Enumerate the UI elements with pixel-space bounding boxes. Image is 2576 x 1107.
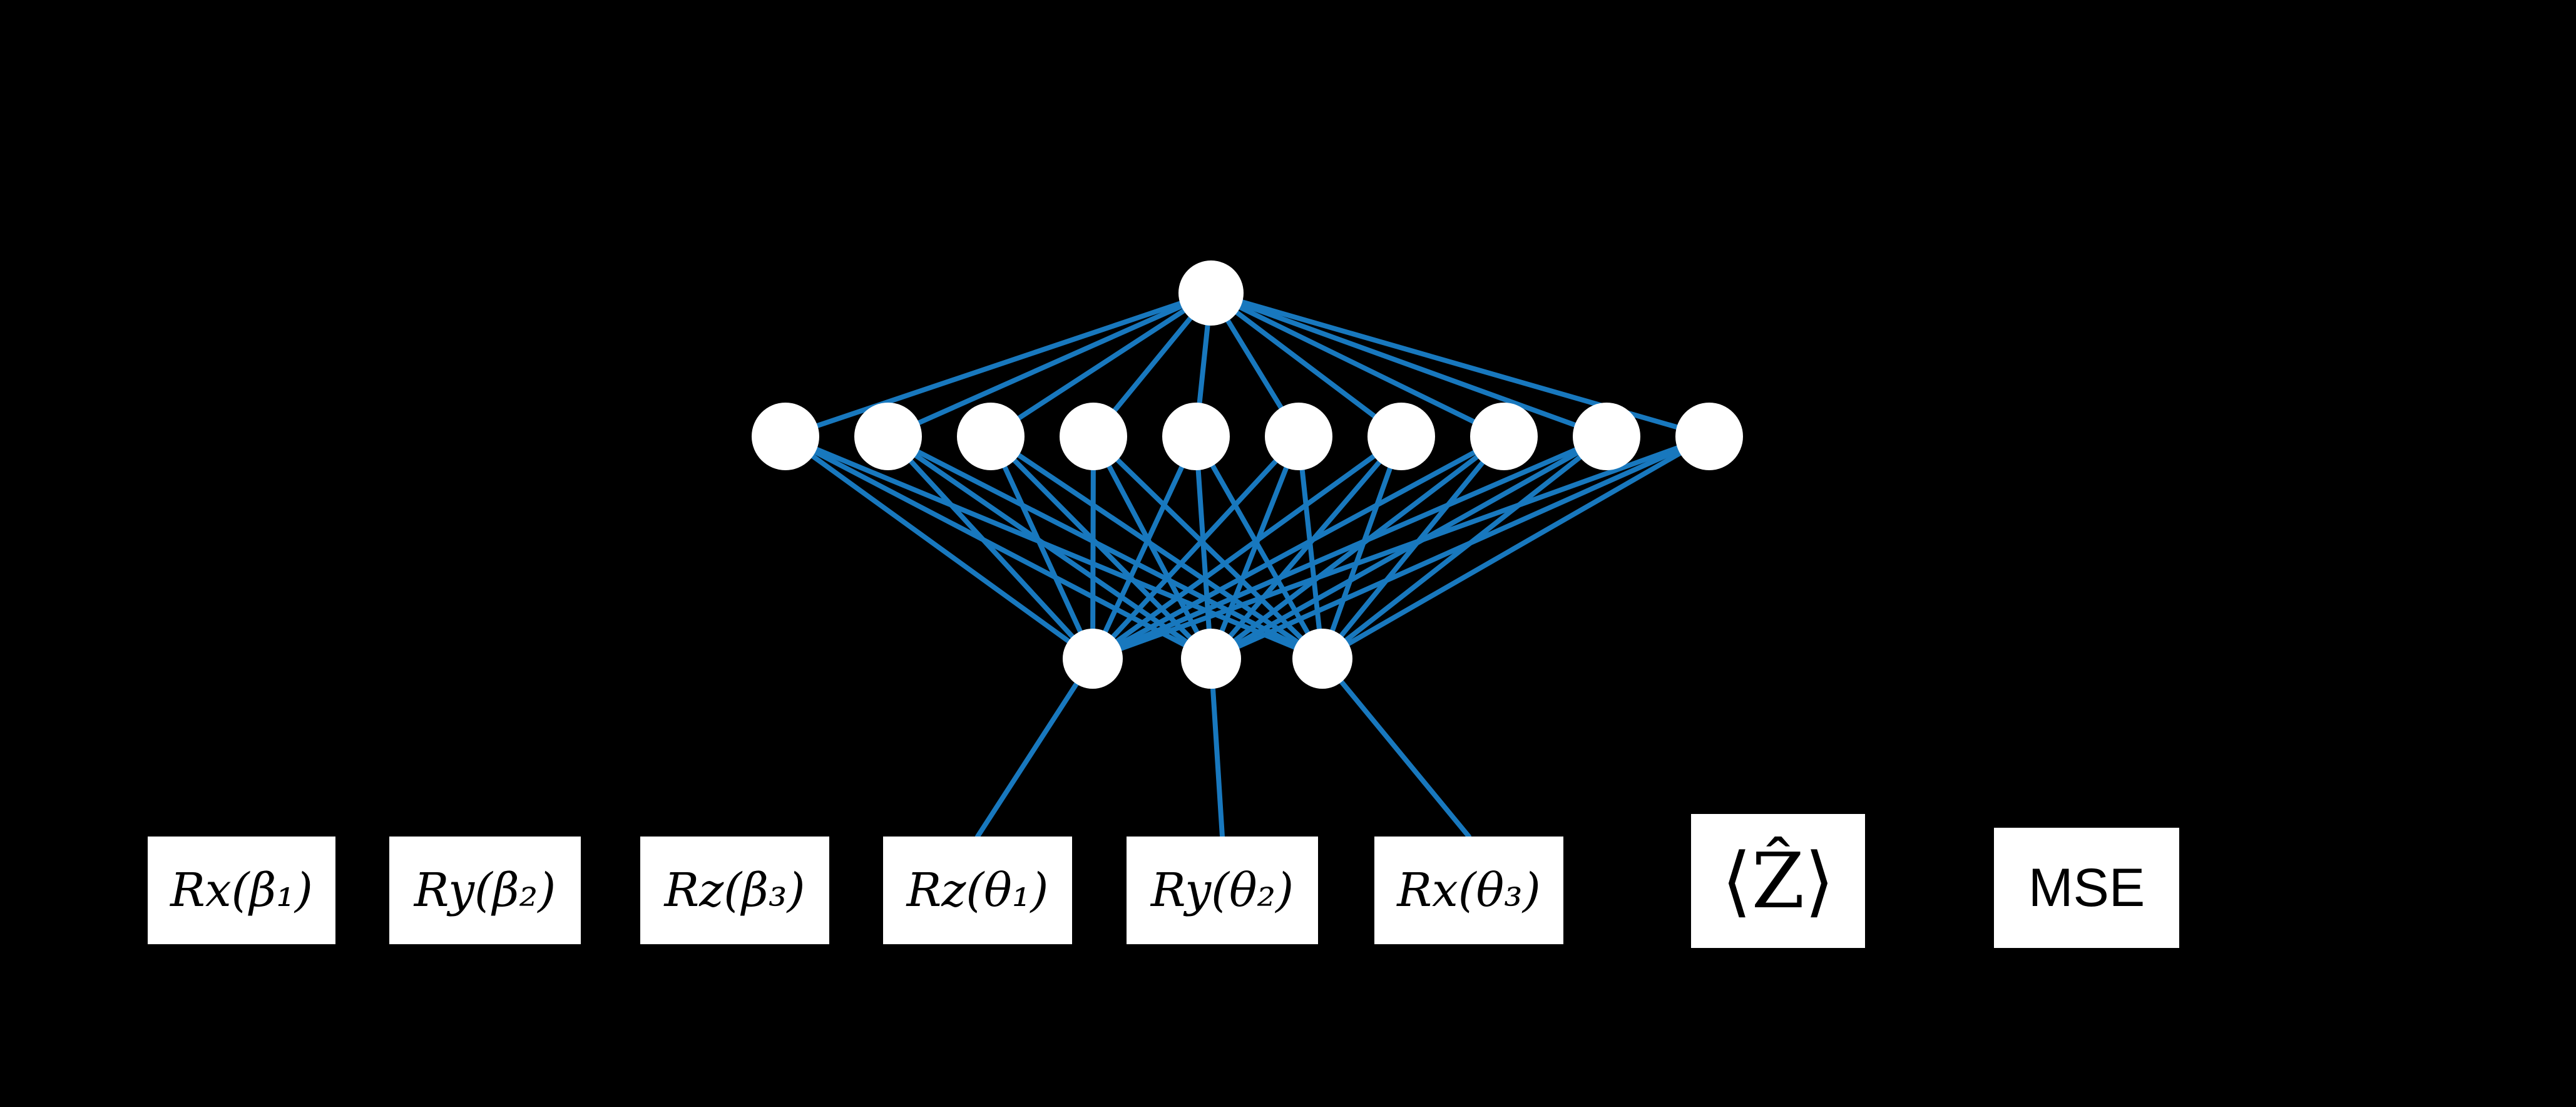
network-nodes (752, 260, 1743, 689)
hidden-node-6 (1265, 403, 1332, 470)
output-node-2 (1181, 629, 1241, 689)
expectation-z-label: ⟨Ẑ⟩ (1722, 837, 1834, 925)
hidden-node-2 (854, 403, 922, 470)
hidden-node-3 (957, 403, 1025, 470)
hidden-node-4 (1060, 403, 1127, 470)
hidden-node-9 (1573, 403, 1640, 470)
hidden-node-7 (1367, 403, 1435, 470)
output-node-3 (1292, 629, 1352, 689)
mse-label: MSE (2028, 858, 2145, 918)
gate-rx-beta1-label: Rx(β₁) (169, 863, 313, 917)
gate-boxes: Rx(β₁) Ry(β₂) Rz(β₃) Rz(θ₁) Ry(θ₂) Rx(θ₃) ⟨Ẑ⟩ M… (148, 814, 2179, 948)
gate-rz-beta3-label: Rz(β₃) (663, 863, 805, 917)
edge-line (1322, 436, 1709, 659)
edge-lines (785, 293, 1709, 837)
input-node-1 (1178, 260, 1244, 326)
output-node-1 (1063, 629, 1123, 689)
edge-line (978, 659, 1093, 837)
hidden-node-10 (1675, 403, 1743, 470)
hidden-node-5 (1162, 403, 1230, 470)
edge-line (785, 436, 1211, 659)
gate-ry-beta2-label: Ry(β₂) (413, 863, 556, 917)
gate-ry-theta2-label: Ry(θ₂) (1150, 863, 1294, 917)
hidden-node-8 (1470, 403, 1538, 470)
gate-rx-theta3-label: Rx(θ₃) (1396, 863, 1540, 917)
edge-line (888, 293, 1211, 436)
edge-line (1322, 659, 1469, 837)
gate-rz-theta1-label: Rz(θ₁) (906, 863, 1049, 917)
hidden-node-1 (752, 403, 819, 470)
